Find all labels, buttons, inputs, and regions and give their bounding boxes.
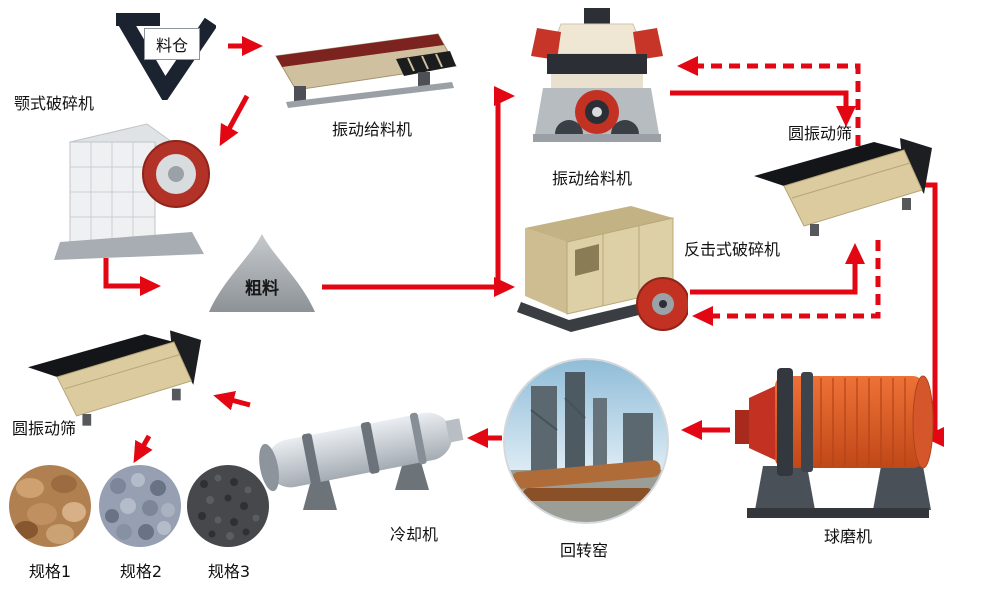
cooler-label: 冷却机 xyxy=(389,525,439,544)
arrow-cooler-to-screen-left xyxy=(213,390,251,411)
cooler-image xyxy=(259,412,464,510)
cone-crusher-label: 振动给料机 xyxy=(551,169,633,188)
arrow-feeder-to-jaw-crusher xyxy=(219,94,250,147)
vibrating-screen-left-node xyxy=(26,328,206,428)
impact-crusher-label: 反击式破碎机 xyxy=(684,240,781,259)
vibrating-screen-right-node xyxy=(752,136,937,238)
arrow-coarse-to-cone-crusher xyxy=(494,86,516,287)
rotary-kiln-label: 回转窑 xyxy=(559,541,609,560)
ball-mill-label: 球磨机 xyxy=(823,527,873,546)
product-2-image xyxy=(99,465,181,547)
product-1-image xyxy=(9,465,91,547)
impact-crusher-node xyxy=(513,198,688,338)
coarse-material-pile-icon xyxy=(209,234,315,312)
vibrating-feeder-label: 振动给料机 xyxy=(331,120,413,139)
jaw-crusher-image xyxy=(54,123,210,260)
vibrating-screen-left-image xyxy=(27,330,202,426)
product-3-node xyxy=(186,464,271,549)
product-3-image xyxy=(187,465,269,547)
product-2-label: 规格2 xyxy=(119,562,163,581)
product-2-node xyxy=(98,464,183,549)
cone-crusher-image xyxy=(531,8,663,142)
cooler-node xyxy=(253,368,465,516)
ball-mill-image xyxy=(735,368,934,518)
product-1-label: 规格1 xyxy=(28,562,72,581)
vibrating-screen-left-label: 圆振动筛 xyxy=(12,419,77,438)
cone-crusher-node xyxy=(527,6,667,166)
vibrating-feeder-image xyxy=(275,33,457,108)
product-3-label: 规格3 xyxy=(207,562,251,581)
silo-label: 料仓 xyxy=(144,28,201,60)
coarse-material-node: 粗料 xyxy=(203,232,321,314)
vibrating-feeder-node xyxy=(268,26,463,121)
rotary-kiln-photo xyxy=(503,358,669,524)
silo-node: 料仓 xyxy=(116,10,216,100)
jaw-crusher-node xyxy=(52,112,217,267)
ball-mill-node xyxy=(735,348,935,526)
arrow-cone-crusher-to-screen xyxy=(670,90,856,128)
coarse-material-label: 粗料 xyxy=(245,279,279,299)
rotary-kiln-node xyxy=(503,358,669,524)
vibrating-screen-right-image xyxy=(754,138,932,236)
impact-crusher-image xyxy=(517,206,688,332)
arrow-screen-left-to-products xyxy=(133,434,153,464)
vibrating-screen-right-label: 圆振动筛 xyxy=(788,124,853,143)
jaw-crusher-label: 颚式破碎机 xyxy=(14,94,95,113)
product-1-node xyxy=(8,464,93,549)
